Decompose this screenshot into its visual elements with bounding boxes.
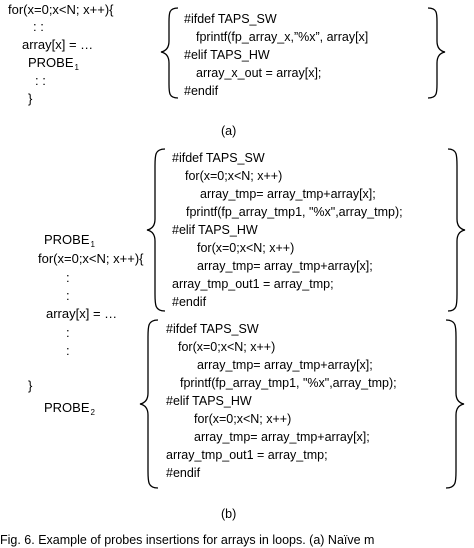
b-loop-colon: : xyxy=(66,288,70,303)
a-code-line: fprintf(fp_array_x,”%x”, array[x] xyxy=(196,30,369,44)
a-code-line: #elif TAPS_HW xyxy=(184,48,270,62)
b-probe2-label: PROBE xyxy=(44,400,90,415)
b-loop-header: for(x=0;x<N; x++){ xyxy=(38,251,144,266)
a-probe-sub: 1 xyxy=(74,63,79,72)
b2-code-line: fprintf(fp_array_tmp1, "%x",array_tmp); xyxy=(180,376,397,390)
a-probe: PROBE1 xyxy=(28,55,79,75)
b-loop-colon: : xyxy=(66,343,70,358)
a-code-line: array_x_out = array[x]; xyxy=(196,66,322,80)
b1-code-line: array_tmp= array_tmp+array[x]; xyxy=(197,259,373,273)
b2-code-line: array_tmp_out1 = array_tmp; xyxy=(166,448,328,462)
b1-code-line: #elif TAPS_HW xyxy=(172,223,258,237)
b1-code-line: for(x=0;x<N; x++) xyxy=(185,169,283,183)
right-brace-b2 xyxy=(445,319,465,489)
b-probe2: PROBE2 xyxy=(44,400,95,420)
right-brace-a xyxy=(427,7,446,99)
caption-a: (a) xyxy=(221,124,237,138)
b1-code-line: for(x=0;x<N; x++) xyxy=(197,241,295,255)
b2-code-line: array_tmp= array_tmp+array[x]; xyxy=(194,430,370,444)
b1-code-line: #endif xyxy=(172,295,207,309)
b1-code-line: #ifdef TAPS_SW xyxy=(172,151,265,165)
b-probe2-sub: 2 xyxy=(90,408,95,417)
b-loop-colon: : xyxy=(66,325,70,340)
b2-code-line: array_tmp= array_tmp+array[x]; xyxy=(197,358,373,372)
b2-code-line: #endif xyxy=(166,466,201,480)
left-brace-a xyxy=(160,7,179,99)
figure-caption: Fig. 6. Example of probes insertions for… xyxy=(0,533,375,547)
b-close-brace: } xyxy=(28,378,33,393)
a-probe-label: PROBE xyxy=(28,55,74,70)
b1-code-line: array_tmp_out1 = array_tmp; xyxy=(172,277,334,291)
b1-code-line: fprintf(fp_array_tmp1, "%x",array_tmp); xyxy=(186,205,403,219)
a-loop-assign: array[x] = … xyxy=(22,37,94,52)
b2-code-line: #ifdef TAPS_SW xyxy=(166,322,259,336)
b-probe1: PROBE1 xyxy=(44,232,95,252)
b2-code-line: #elif TAPS_HW xyxy=(166,394,252,408)
a-loop-header: for(x=0;x<N; x++){ xyxy=(8,2,114,17)
a-after-ellipsis: : : xyxy=(35,73,46,88)
a-code-line: #endif xyxy=(184,84,219,98)
b-probe1-label: PROBE xyxy=(44,232,90,247)
b2-code-line: for(x=0;x<N; x++) xyxy=(178,340,276,354)
left-brace-b1 xyxy=(146,148,166,312)
a-loop-ellipsis: : : xyxy=(33,19,44,34)
a-close-brace: } xyxy=(28,91,33,106)
b-probe1-sub: 1 xyxy=(90,240,95,249)
a-code-line: #ifdef TAPS_SW xyxy=(184,12,277,26)
left-brace-b2 xyxy=(139,319,159,489)
caption-b: (b) xyxy=(221,507,237,521)
right-brace-b1 xyxy=(447,148,466,312)
b-loop-colon: : xyxy=(66,270,70,285)
b-loop-assign: array[x] = … xyxy=(46,306,118,321)
b2-code-line: for(x=0;x<N; x++) xyxy=(194,412,292,426)
b1-code-line: array_tmp= array_tmp+array[x]; xyxy=(200,187,376,201)
